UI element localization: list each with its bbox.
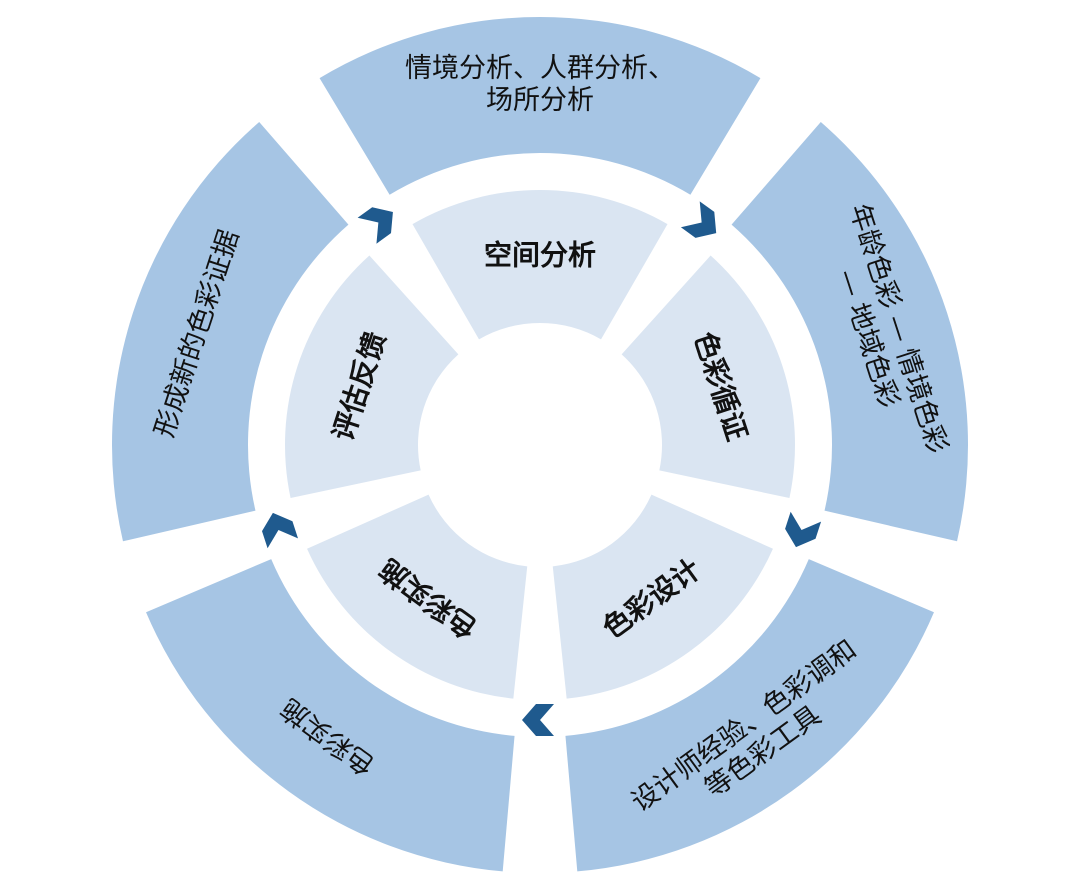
inner-segment-color-implementation xyxy=(307,494,528,699)
chevron-right-icon xyxy=(262,512,299,549)
cycle-arrows xyxy=(262,201,822,736)
outer-segment-color-design xyxy=(565,559,934,872)
outer-label-space-analysis: 情境分析、人群分析、场所分析 xyxy=(405,53,675,116)
chevron-right-icon xyxy=(522,704,554,736)
outer-segment-color-evidence xyxy=(731,121,969,542)
inner-segment-color-evidence xyxy=(621,255,795,499)
inner-segment-space-analysis xyxy=(412,190,668,340)
chevron-right-icon xyxy=(680,201,717,238)
outer-segment-evaluation-feedback xyxy=(112,121,349,542)
outer-segment-space-analysis xyxy=(319,17,761,195)
outer-ring xyxy=(112,17,969,872)
inner-ring xyxy=(285,190,795,699)
inner-segment-evaluation-feedback xyxy=(285,255,459,499)
chevron-right-icon xyxy=(357,207,393,244)
inner-segment-color-design xyxy=(552,494,773,699)
outer-label-line: 情境分析、人群分析、 xyxy=(405,53,675,84)
outer-label-line: 场所分析 xyxy=(486,85,594,116)
outer-segment-color-implementation xyxy=(146,559,515,872)
chevron-right-icon xyxy=(785,511,822,548)
inner-label-space-analysis: 空间分析 xyxy=(484,239,596,272)
